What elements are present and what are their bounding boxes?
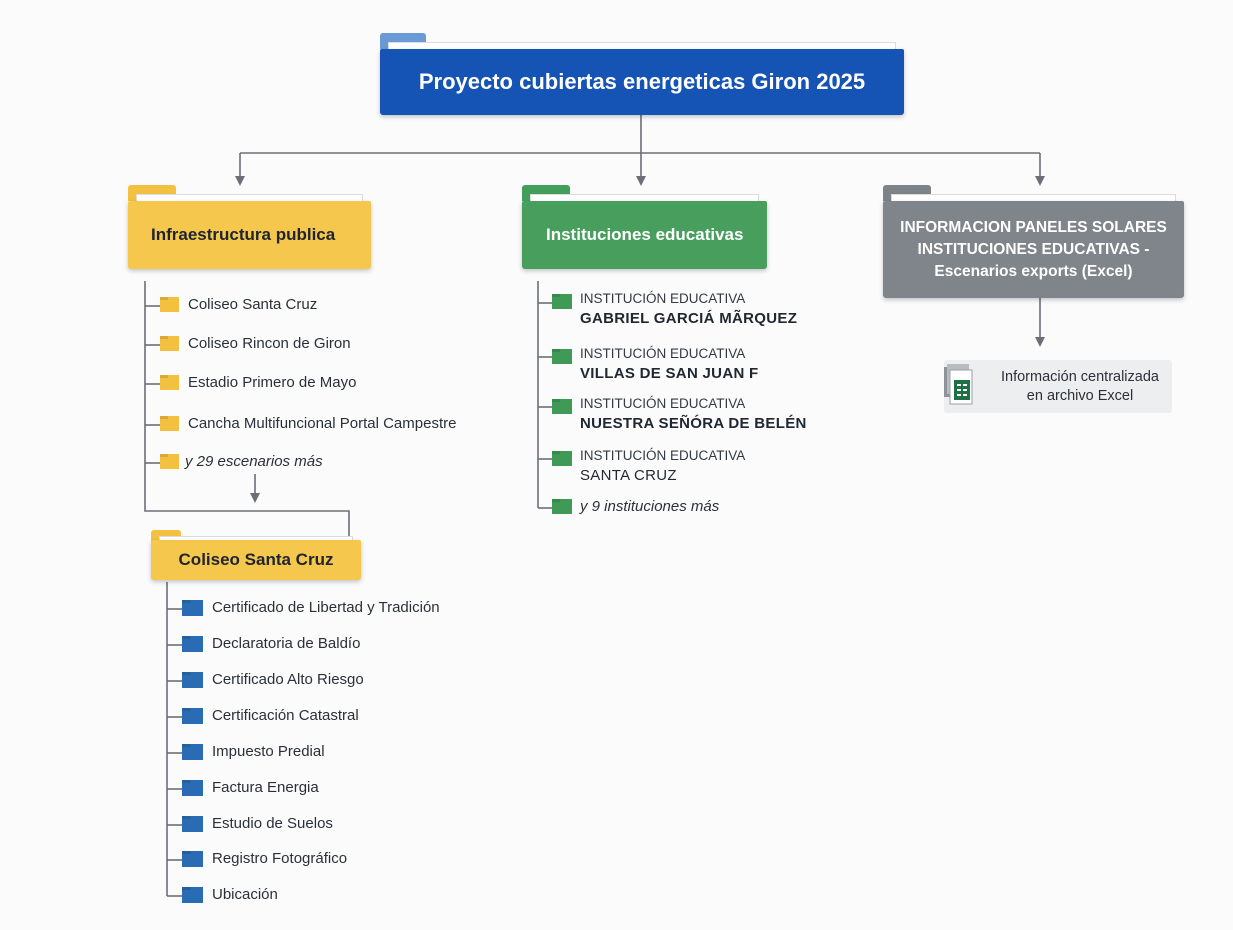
folder-icon [182, 886, 203, 903]
informacion-title: INFORMACION PANELES SOLARES INSTITUCIONE… [900, 218, 1167, 280]
folder-icon [182, 815, 203, 832]
folder-icon [160, 375, 179, 390]
doc-item-suelos[interactable]: Estudio de Suelos [182, 815, 333, 832]
infraestructura-title: Infraestructura publica [151, 225, 336, 244]
doc-item-ubicacion[interactable]: Ubicación [182, 886, 278, 903]
informacion-paneles-folder[interactable]: INFORMACION PANELES SOLARES INSTITUCIONE… [883, 185, 1184, 298]
coliseo-santa-cruz-folder[interactable]: Coliseo Santa Cruz [151, 530, 361, 580]
instituciones-folder[interactable]: Instituciones educativas [522, 185, 767, 269]
infra-tree-spine [144, 281, 350, 541]
folder-icon [160, 454, 179, 469]
infraestructura-folder[interactable]: Infraestructura publica [128, 185, 371, 269]
infra-item-coliseo-rincon[interactable]: Coliseo Rincon de Giron [160, 335, 351, 352]
root-title: Proyecto cubiertas energeticas Giron 202… [418, 69, 866, 94]
folder-icon [182, 707, 203, 724]
folder-icon [182, 635, 203, 652]
doc-item-factura[interactable]: Factura Energia [182, 779, 319, 796]
doc-item-impuesto[interactable]: Impuesto Predial [182, 743, 325, 760]
infra-item-estadio[interactable]: Estadio Primero de Mayo [160, 374, 356, 391]
root-folder[interactable]: Proyecto cubiertas energeticas Giron 202… [380, 33, 904, 115]
root-folder-body: Proyecto cubiertas energeticas Giron 202… [380, 49, 904, 115]
instituciones-title: Instituciones educativas [546, 225, 744, 244]
folder-icon [160, 416, 179, 431]
folder-icon [182, 779, 203, 796]
excel-card-text: Información centralizada en archivo Exce… [1001, 369, 1159, 404]
doc-item-fotografico[interactable]: Registro Fotográfico [182, 850, 347, 867]
edu-item-more[interactable]: y 9 instituciones más [552, 498, 719, 515]
excel-file-card[interactable]: Información centralizada en archivo Exce… [944, 360, 1172, 413]
folder-icon [160, 336, 179, 351]
infra-item-more[interactable]: y 29 escenarios más [160, 453, 323, 470]
folder-icon [552, 451, 572, 466]
folder-icon [552, 294, 572, 309]
excel-file-icon [944, 364, 973, 405]
folder-icon [160, 297, 179, 312]
folder-icon [182, 671, 203, 688]
folder-icon [182, 743, 203, 760]
folder-icon [552, 499, 572, 514]
infra-item-cancha[interactable]: Cancha Multifuncional Portal Campestre [160, 415, 456, 432]
doc-item-declaratoria[interactable]: Declaratoria de Baldío [182, 635, 360, 652]
folder-icon [182, 850, 203, 867]
infra-item-coliseo-santa-cruz[interactable]: Coliseo Santa Cruz [160, 296, 317, 313]
folder-icon [552, 349, 572, 364]
doc-item-certificado-libertad[interactable]: Certificado de Libertad y Tradición [182, 599, 440, 616]
folder-icon [552, 399, 572, 414]
doc-item-catastral[interactable]: Certificación Catastral [182, 707, 359, 724]
folder-icon [182, 599, 203, 616]
coliseo-title: Coliseo Santa Cruz [178, 550, 334, 569]
doc-item-certificado-riesgo[interactable]: Certificado Alto Riesgo [182, 671, 364, 688]
